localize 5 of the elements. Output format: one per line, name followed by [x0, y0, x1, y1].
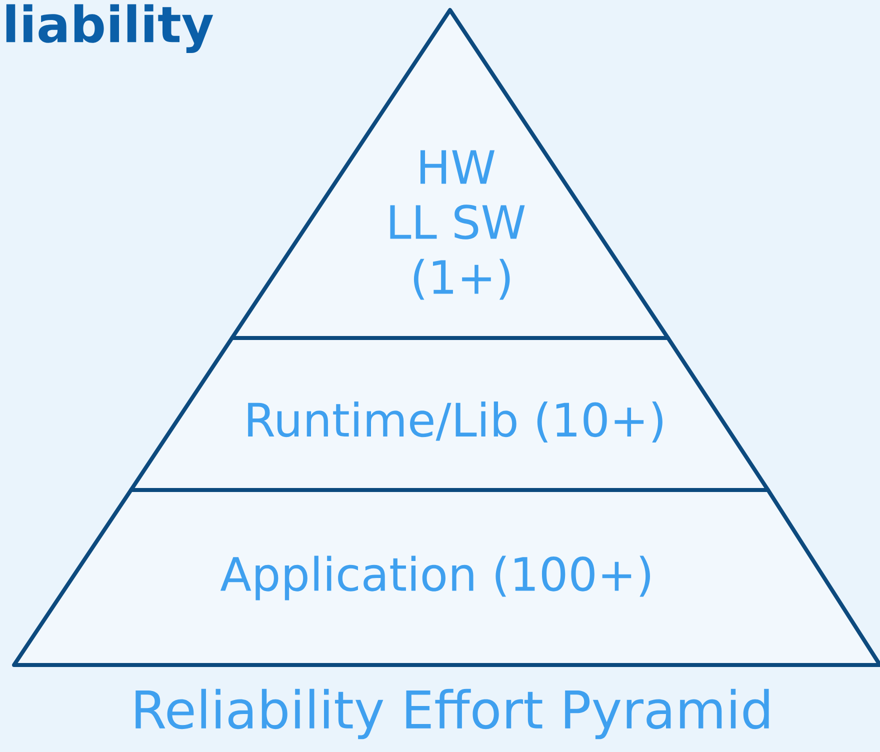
pyramid-tier: Application (100+) — [12, 488, 880, 667]
title: liability — [6, 4, 214, 53]
pyramid-tier: Runtime/Lib (10+) — [129, 336, 770, 492]
caption: Reliability Effort Pyramid — [136, 688, 769, 740]
pyramid-tier: HW LL SW (1+) — [230, 8, 670, 340]
